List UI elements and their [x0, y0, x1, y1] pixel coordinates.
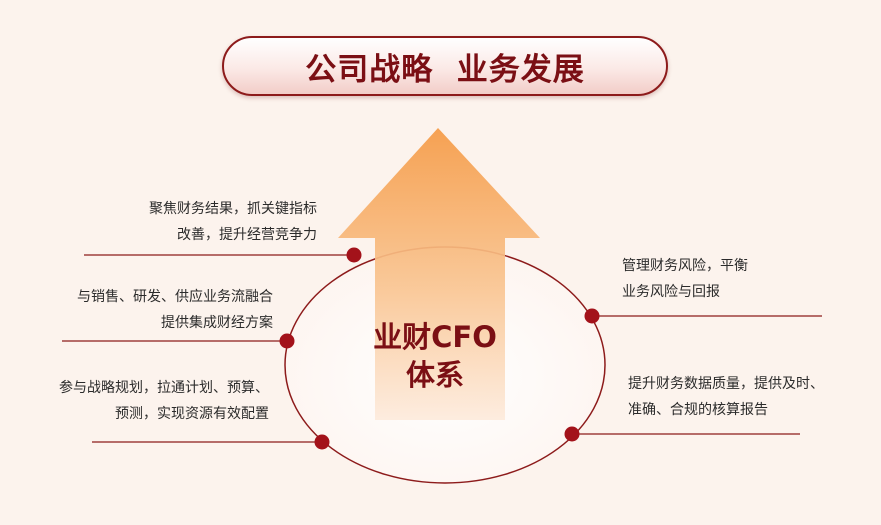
- connector-dot-1: [346, 247, 362, 263]
- growth-arrow: [338, 128, 540, 420]
- item-label-2-line-2: 提供集成财经方案: [161, 315, 273, 331]
- item-label-2-line-1: 与销售、研发、供应业务流融合: [77, 289, 273, 305]
- core-label: 业财CFO 体系: [355, 318, 515, 394]
- connector-dot-5: [564, 426, 580, 442]
- item-label-3-line-1: 参与战略规划，拉通计划、预算、: [59, 380, 269, 396]
- title-banner: 公司战略 业务发展: [222, 36, 668, 96]
- item-label-3: 参与战略规划，拉通计划、预算、 预测，实现资源有效配置: [59, 375, 269, 427]
- connector-dot-3: [314, 434, 330, 450]
- item-label-3-line-2: 预测，实现资源有效配置: [115, 406, 269, 422]
- item-label-5: 提升财务数据质量，提供及时、 准确、合规的核算报告: [628, 371, 824, 423]
- item-label-5-line-2: 准确、合规的核算报告: [628, 402, 768, 418]
- item-label-1-line-1: 聚焦财务结果，抓关键指标: [149, 201, 317, 217]
- item-label-5-line-1: 提升财务数据质量，提供及时、: [628, 376, 824, 392]
- core-label-line-1: 业财CFO: [373, 320, 497, 354]
- connector-dot-2: [279, 333, 295, 349]
- item-label-4-line-1: 管理财务风险，平衡: [622, 258, 748, 274]
- page-title: 公司战略 业务发展: [305, 51, 585, 88]
- item-label-4-line-2: 业务风险与回报: [622, 284, 720, 300]
- item-label-1-line-2: 改善，提升经营竞争力: [177, 227, 317, 243]
- item-label-1: 聚焦财务结果，抓关键指标 改善，提升经营竞争力: [149, 196, 317, 248]
- item-label-2: 与销售、研发、供应业务流融合 提供集成财经方案: [77, 284, 273, 336]
- connector-dot-4: [584, 308, 600, 324]
- item-label-4: 管理财务风险，平衡 业务风险与回报: [622, 253, 748, 305]
- core-label-line-2: 体系: [405, 358, 464, 392]
